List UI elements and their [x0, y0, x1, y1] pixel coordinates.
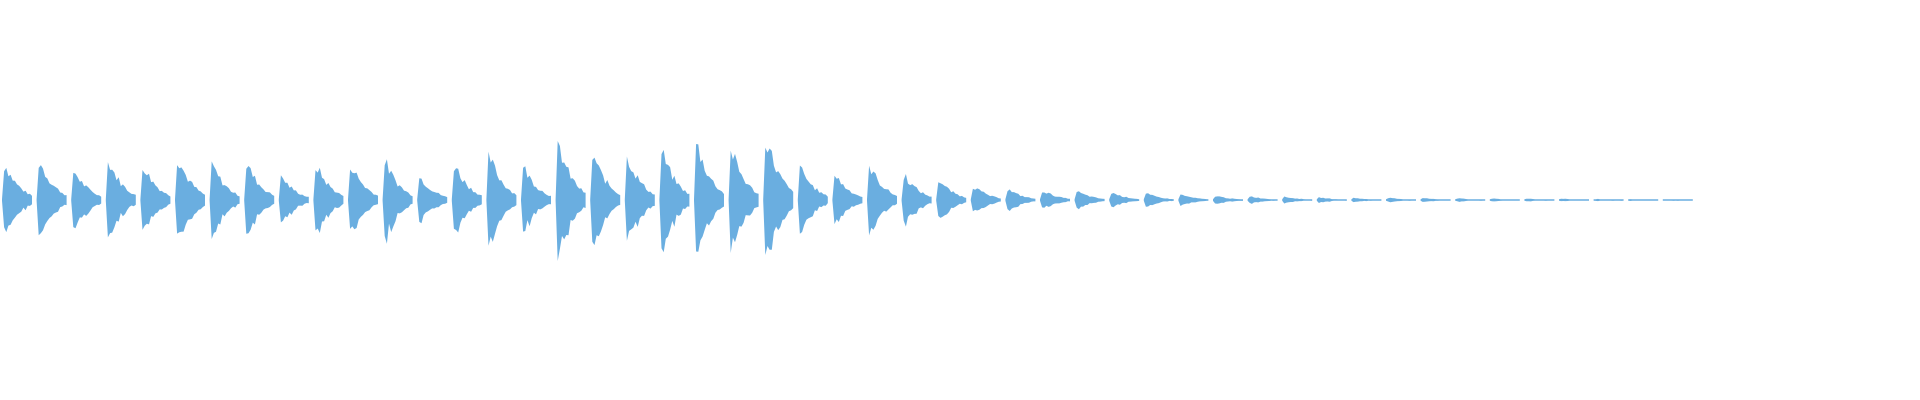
waveform-pulse [36, 165, 67, 236]
waveform-pulse [417, 178, 448, 224]
waveform-pulse [313, 167, 344, 233]
waveform-pulse [867, 165, 897, 236]
waveform-pulse [1316, 197, 1347, 203]
waveform-pulse [348, 169, 378, 230]
waveform-pulse [1282, 196, 1313, 204]
waveform-pulse [71, 172, 102, 229]
waveform-pulse [1213, 196, 1243, 204]
waveform-pulse [2, 167, 32, 233]
waveform-pulse [694, 144, 724, 252]
waveform-pulse [936, 182, 967, 218]
waveform-pulse [970, 188, 1001, 212]
waveform-pulse [1593, 198, 1624, 202]
waveform-pulse [382, 159, 413, 244]
waveform-pulse [175, 165, 205, 234]
waveform-pulse [1247, 196, 1278, 204]
waveform-pulse [1489, 198, 1520, 202]
waveform-pulse [140, 170, 171, 230]
waveform-pulse [1662, 199, 1693, 201]
waveform-pulse [590, 157, 621, 246]
waveform-pulse [1178, 194, 1209, 206]
waveform-pulse [278, 175, 309, 223]
waveform-pulse [1074, 191, 1105, 210]
waveform-pulse [1386, 197, 1416, 203]
waveform-pulse [1628, 199, 1659, 201]
waveform-pulse [1143, 193, 1174, 207]
waveform-pulse [901, 174, 932, 227]
waveform-pulse [555, 141, 586, 261]
waveform-pulse [486, 151, 517, 246]
waveform-pulse [832, 175, 863, 225]
waveform-pulse [624, 156, 655, 241]
waveform-pulse [659, 149, 690, 253]
waveform-pulse [1005, 189, 1036, 211]
waveform-pulse [1455, 198, 1486, 202]
waveform-pulse [1420, 198, 1451, 202]
waveform-pulse [763, 147, 794, 255]
waveform-pulse [451, 168, 482, 233]
waveform-pulse [1524, 198, 1555, 202]
waveform-pulse [1559, 198, 1589, 202]
waveform-pulse [1109, 193, 1140, 208]
waveform-pulses [2, 141, 1693, 261]
waveform-pulse [244, 166, 275, 234]
waveform-pulse [105, 162, 136, 238]
waveform-pulse [797, 165, 828, 234]
waveform-pulse [209, 161, 240, 239]
waveform-pulse [1040, 192, 1070, 208]
waveform-pulse [521, 166, 551, 232]
waveform-pulse [1351, 197, 1382, 203]
waveform-pulse [728, 150, 759, 253]
